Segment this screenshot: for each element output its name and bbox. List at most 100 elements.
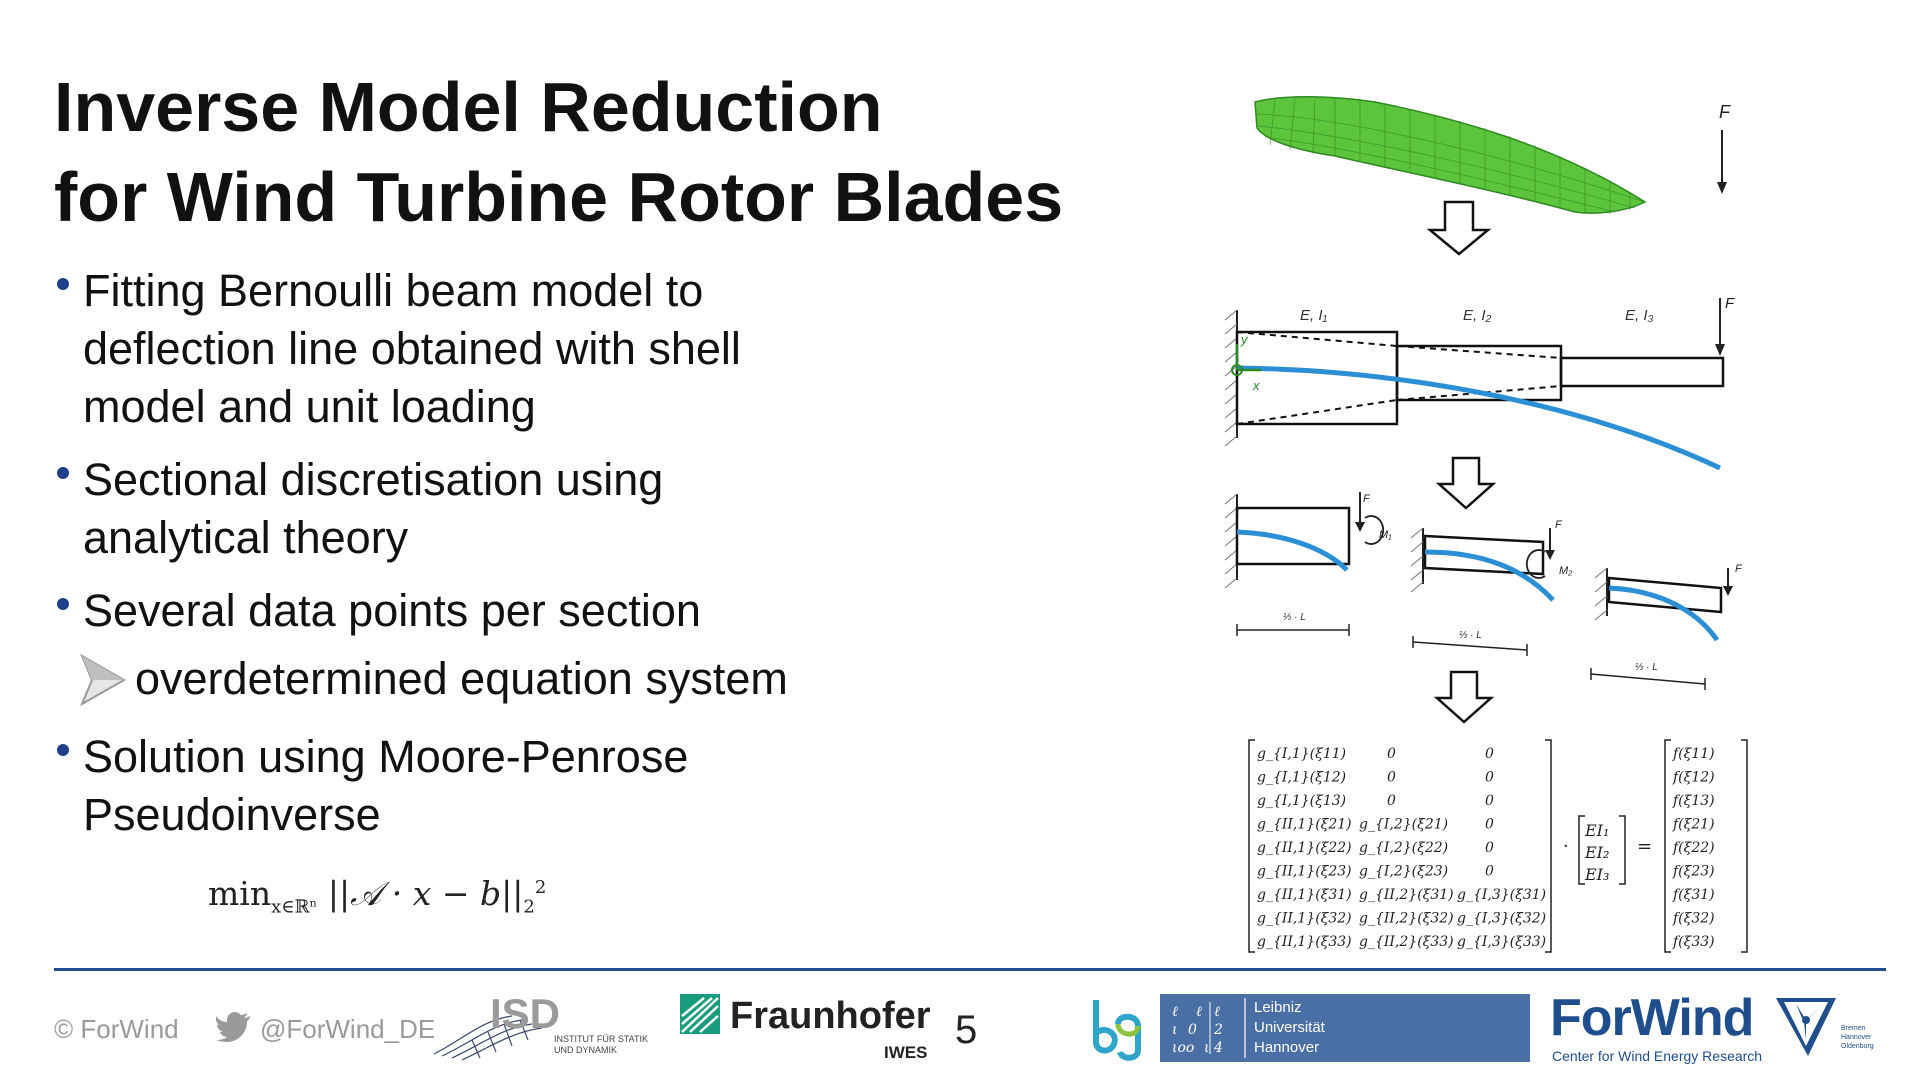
f-vector-cell: f(ξ33) — [1672, 934, 1715, 950]
bullet-line: model and unit loading — [83, 381, 536, 432]
down-arrow-icon — [1433, 670, 1495, 724]
isd-name: ISD — [490, 990, 560, 1037]
matrix-cell: 0 — [1387, 746, 1396, 762]
ei-vector-2: EI₂ — [1584, 843, 1609, 862]
bullet-line: Fitting Bernoulli beam model to — [83, 265, 704, 316]
isd-line2: UND DYNAMIK — [554, 1045, 617, 1055]
sub-bullet-item: overdetermined equation system — [54, 650, 894, 708]
matrix-cell: g_{II,2}(ξ33) — [1359, 934, 1454, 950]
section-label-3: E, I₃ — [1625, 307, 1654, 324]
formula-min: min — [208, 874, 272, 913]
fraunhofer-logo: Fraunhofer IWES — [678, 992, 938, 1064]
f-vector-cell: f(ξ23) — [1672, 864, 1715, 880]
dot-operator: · — [1563, 836, 1569, 857]
section3-force-label: F — [1735, 563, 1743, 575]
bg-logo-icon — [1093, 1000, 1141, 1061]
section1-force-label: F — [1363, 493, 1371, 505]
forwind-cities: Bremen Hannover Oldenburg — [1841, 1024, 1874, 1051]
footer-divider — [54, 968, 1886, 971]
matrix-cell: g_{I,1}(ξ12) — [1257, 770, 1346, 786]
f-vector-cell: f(ξ13) — [1672, 793, 1715, 809]
matrix-cell: 0 — [1485, 864, 1494, 880]
isd-logo: ISD INSTITUT FÜR STATIK UND DYNAMIK — [432, 990, 672, 1062]
svg-text:ι: ι — [1204, 1040, 1210, 1056]
luh-line3: Hannover — [1254, 1039, 1320, 1056]
f-vector-cell: f(ξ12) — [1672, 770, 1715, 786]
sub-bullet-text: overdetermined equation system — [135, 653, 788, 704]
forwind-city: Hannover — [1841, 1034, 1872, 1041]
isd-line1: INSTITUT FÜR STATIK — [554, 1034, 648, 1044]
bullet-item: Several data points per section — [54, 582, 894, 640]
fraunhofer-mark-icon: Fraunhofer IWES — [680, 994, 931, 1062]
down-arrow-icon — [1426, 200, 1492, 256]
matrix-cell: g_{II,1}(ξ22) — [1257, 840, 1352, 856]
bullet-dot-icon — [57, 598, 69, 610]
svg-text:ℓ: ℓ — [1214, 1004, 1220, 1020]
bullet-dot-icon — [57, 744, 69, 756]
f-vector-cell: f(ξ32) — [1672, 911, 1715, 927]
bullet-line: Pseudoinverse — [83, 789, 381, 840]
svg-text:ℓ: ℓ — [1196, 1004, 1202, 1020]
bullet-line: deflection line obtained with shell — [83, 323, 741, 374]
twitter-handle[interactable]: @ForWind_DE — [260, 1014, 436, 1044]
matrix-cell: g_{II,1}(ξ31) — [1257, 887, 1352, 903]
axis-x-label: x — [1252, 378, 1260, 393]
formula-norm-sup: 2 — [534, 877, 547, 898]
beam-model-figure: F y x E, I₁ E, I₂ E, I₃ F — [1224, 96, 1748, 953]
down-arrow-icon — [1435, 456, 1497, 510]
f-vector-cell: f(ξ22) — [1672, 840, 1715, 856]
matrix-cell: g_{II,1}(ξ32) — [1257, 911, 1352, 927]
rotor-blade-mesh — [1254, 96, 1647, 214]
formula-min-sub: x∈ℝⁿ — [271, 896, 318, 918]
moment-label-2: M₂ — [1559, 565, 1573, 577]
f-vector: f(ξ11)f(ξ12)f(ξ13)f(ξ21)f(ξ22)f(ξ23)f(ξ3… — [1672, 746, 1715, 950]
stepped-beam-diagram — [1224, 309, 1725, 471]
section-label-1: E, I₁ — [1300, 307, 1328, 324]
ei-vector-1: EI₁ — [1584, 821, 1609, 840]
matrix-cell: g_{I,2}(ξ22) — [1359, 840, 1448, 856]
matrix-cell: 0 — [1485, 793, 1494, 809]
matrix-cell: g_{I,3}(ξ33) — [1457, 934, 1546, 950]
isd-wave-icon: ISD INSTITUT FÜR STATIK UND DYNAMIK — [433, 990, 648, 1061]
title-line-1: Inverse Model Reduction — [54, 68, 883, 146]
matrix-cell: 0 — [1485, 817, 1494, 833]
forwind-rotor-icon — [1776, 998, 1836, 1056]
matrix-cell: g_{II,1}(ξ21) — [1257, 817, 1352, 833]
matrix-cell: g_{I,2}(ξ21) — [1359, 817, 1448, 833]
bullet-line: Several data points per section — [83, 585, 701, 636]
matrix-cell: g_{II,2}(ξ31) — [1359, 887, 1454, 903]
section-label-2: E, I₂ — [1463, 307, 1492, 324]
forwind-name: ForWind — [1550, 989, 1754, 1047]
bullet-line: Sectional discretisation using — [83, 454, 664, 505]
matrix-cell: g_{I,2}(ξ23) — [1359, 864, 1448, 880]
copyright-text: © ForWind — [54, 1014, 179, 1044]
svg-text:2: 2 — [1213, 1022, 1223, 1038]
ei-vector-3: EI₃ — [1584, 865, 1609, 884]
length-label-1: ⅓ · L — [1283, 612, 1306, 623]
f-vector-cell: f(ξ11) — [1672, 746, 1715, 762]
matrix-cell: g_{I,1}(ξ11) — [1257, 746, 1346, 762]
twitter-bird-icon[interactable] — [216, 1012, 252, 1042]
optimization-formula: minx∈ℝⁿ ||𝒜 · x − b||22 — [208, 874, 546, 918]
fraunhofer-name: Fraunhofer — [730, 995, 931, 1037]
bullet-dot-icon — [57, 467, 69, 479]
forwind-city: Oldenburg — [1841, 1043, 1874, 1050]
forwind-logo: ForWind Center for Wind Energy Research … — [1548, 989, 1888, 1068]
matrix-cell: g_{II,2}(ξ32) — [1359, 911, 1454, 927]
equals-operator: = — [1637, 836, 1652, 857]
moment-label-1: M₁ — [1379, 529, 1392, 541]
title-line-2: for Wind Turbine Rotor Blades — [54, 158, 1064, 236]
arrow-bullet-icon — [80, 654, 126, 706]
matrix-cell: g_{II,1}(ξ33) — [1257, 934, 1352, 950]
luh-text: Leibniz Universität Hannover — [1254, 998, 1325, 1058]
axis-y-label: y — [1240, 332, 1249, 347]
matrix-cell: 0 — [1485, 770, 1494, 786]
luh-line1: Leibniz — [1254, 999, 1302, 1016]
matrix-cell: 0 — [1387, 793, 1396, 809]
length-label-2: ⅓ · L — [1459, 630, 1482, 641]
f-vector-cell: f(ξ31) — [1672, 887, 1715, 903]
bullet-dot-icon — [57, 278, 69, 290]
